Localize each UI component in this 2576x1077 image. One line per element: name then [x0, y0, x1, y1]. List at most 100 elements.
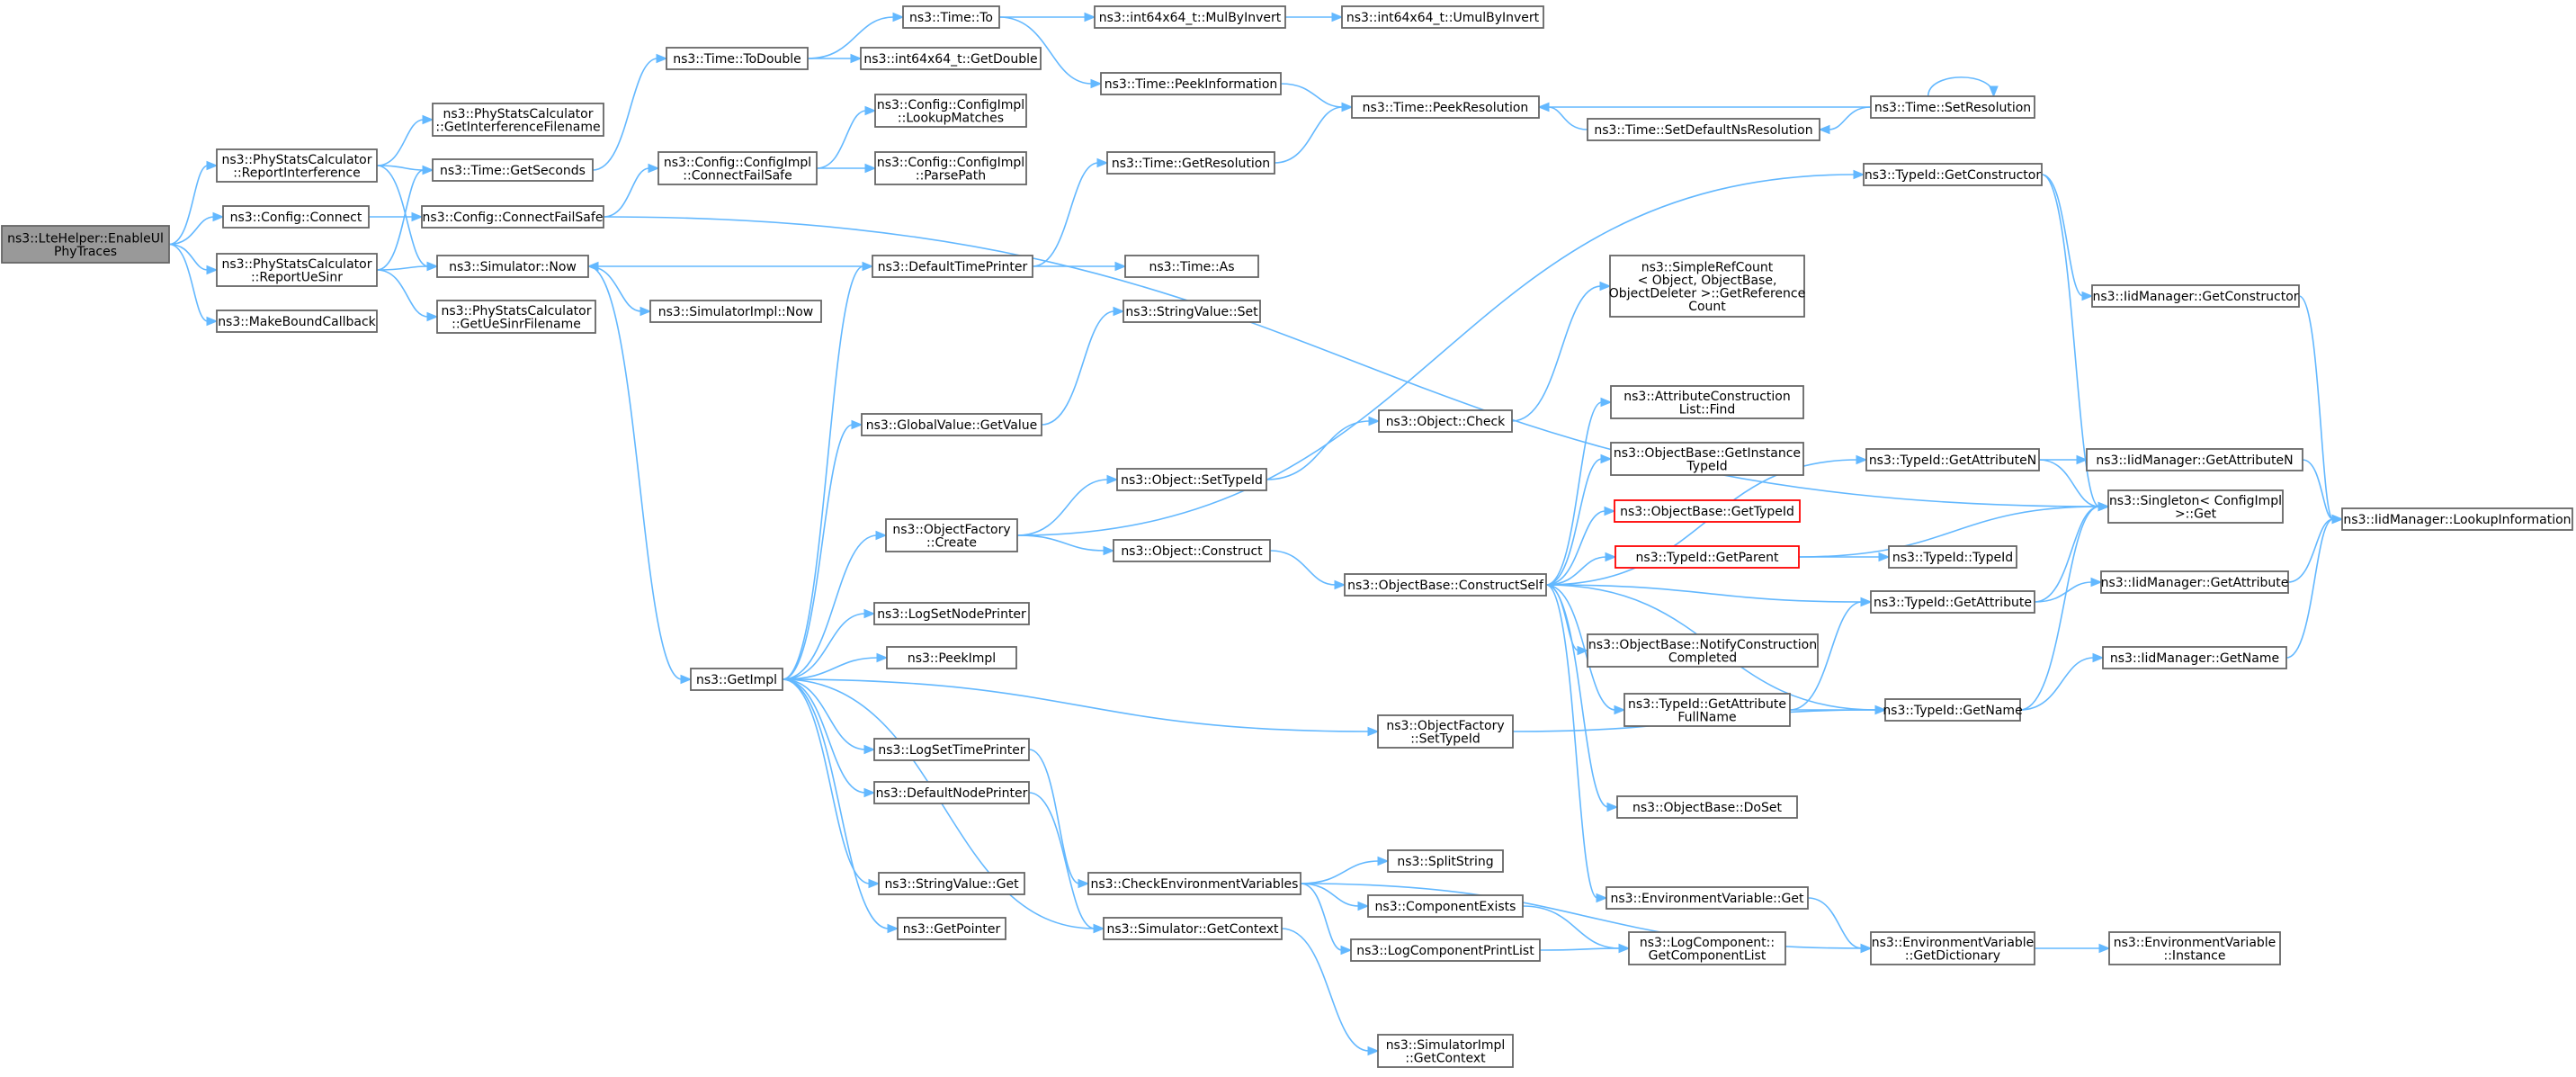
node-mul-by-invert[interactable]: ns3::int64x64_t::MulByInvert	[1094, 5, 1286, 29]
node-global-value-get-value[interactable]: ns3::GlobalValue::GetValue	[861, 413, 1042, 436]
node-time-to[interactable]: ns3::Time::To	[902, 5, 1000, 29]
node-type-id-get-parent[interactable]: ns3::TypeId::GetParent	[1614, 545, 1800, 569]
node-environment-variable-instance[interactable]: ns3::EnvironmentVariable::Instance	[2108, 931, 2281, 965]
node-get-dictionary[interactable]: ns3::EnvironmentVariable::GetDictionary	[1870, 931, 2035, 965]
node-simple-ref-count[interactable]: ns3::SimpleRefCount< Object, ObjectBase,…	[1609, 255, 1805, 318]
node-object-factory-create[interactable]: ns3::ObjectFactory::Create	[885, 518, 1018, 552]
node-log-set-time-printer[interactable]: ns3::LogSetTimePrinter	[873, 738, 1030, 761]
edge-simulator_now-to-get_impl	[587, 265, 693, 685]
edge-line	[376, 265, 429, 271]
node-parse-path[interactable]: ns3::Config::ConfigImpl::ParsePath	[874, 151, 1027, 185]
node-box	[1087, 872, 1301, 895]
node-type-id-type-id[interactable]: ns3::TypeId::TypeId	[1888, 545, 2017, 569]
node-log-component-print-list[interactable]: ns3::LogComponentPrintList	[1350, 938, 1541, 962]
node-label-line: ns3::Object::Check	[1386, 415, 1506, 429]
node-label-line: TypeId	[1686, 459, 1727, 473]
node-environment-variable-get[interactable]: ns3::EnvironmentVariable::Get	[1606, 886, 1809, 910]
node-set-default-ns-resolution[interactable]: ns3::Time::SetDefaultNsResolution	[1587, 118, 1820, 141]
edge-arrowhead	[1614, 705, 1626, 715]
edge-line	[2019, 506, 2100, 711]
node-config-connect[interactable]: ns3::Config::Connect	[222, 205, 370, 229]
node-object-base-do-set[interactable]: ns3::ObjectBase::DoSet	[1616, 795, 1798, 819]
node-time-to-double[interactable]: ns3::Time::ToDouble	[666, 47, 809, 70]
node-string-value-set[interactable]: ns3::StringValue::Set	[1123, 300, 1261, 323]
node-check-environment-variables[interactable]: ns3::CheckEnvironmentVariables	[1087, 872, 1301, 895]
node-simulator-now[interactable]: ns3::Simulator::Now	[436, 255, 589, 278]
node-time-as[interactable]: ns3::Time::As	[1124, 255, 1259, 278]
node-object-construct[interactable]: ns3::Object::Construct	[1113, 539, 1271, 562]
node-log-set-node-printer[interactable]: ns3::LogSetNodePrinter	[873, 602, 1030, 625]
edge-construct_self-to-object_base_do_set	[1545, 584, 1619, 812]
node-set-resolution[interactable]: ns3::Time::SetResolution	[1870, 95, 2035, 119]
node-iid-get-attribute[interactable]: ns3::IidManager::GetAttribute	[2100, 570, 2289, 594]
node-connect-fail-safe[interactable]: ns3::Config::ConnectFailSafe	[421, 205, 604, 229]
edge-construct_self-to-type_id_get_attribute	[1545, 584, 1873, 607]
node-box	[874, 94, 1027, 128]
node-object-check[interactable]: ns3::Object::Check	[1378, 409, 1513, 433]
node-simulator-impl-get-context[interactable]: ns3::SimulatorImpl::GetContext	[1377, 1034, 1514, 1068]
node-type-id-get-name[interactable]: ns3::TypeId::GetName	[1883, 698, 2023, 722]
node-component-exists[interactable]: ns3::ComponentExists	[1367, 894, 1524, 918]
node-lookup-matches[interactable]: ns3::Config::ConfigImpl::LookupMatches	[874, 94, 1027, 128]
node-peek-information[interactable]: ns3::Time::PeekInformation	[1100, 72, 1282, 95]
node-peek-resolution[interactable]: ns3::Time::PeekResolution	[1351, 95, 1540, 119]
node-iid-get-name[interactable]: ns3::IidManager::GetName	[2102, 646, 2287, 669]
node-simulator-impl-now[interactable]: ns3::SimulatorImpl::Now	[649, 300, 822, 323]
node-singleton-get[interactable]: ns3::Singleton< ConfigImpl>::Get	[2107, 489, 2284, 524]
edge-line	[998, 16, 1093, 85]
edge-report_interference-to-get_interference_filename	[376, 114, 434, 166]
node-iid-lookup-information[interactable]: ns3::IidManager::LookupInformation	[2341, 507, 2573, 531]
node-notify-construction-completed[interactable]: ns3::ObjectBase::NotifyConstructionCompl…	[1587, 633, 1819, 668]
node-object-base-get-type-id[interactable]: ns3::ObjectBase::GetTypeId	[1614, 499, 1801, 523]
edge-line	[2041, 174, 2100, 507]
node-box	[1614, 499, 1801, 523]
node-default-time-printer[interactable]: ns3::DefaultTimePrinter	[872, 255, 1033, 278]
node-iid-get-constructor[interactable]: ns3::IidManager::GetConstructor	[2091, 284, 2300, 308]
node-iid-get-attribute-n[interactable]: ns3::IidManager::GetAttributeN	[2086, 448, 2303, 471]
node-default-node-printer[interactable]: ns3::DefaultNodePrinter	[873, 781, 1030, 804]
edge-line	[376, 269, 429, 318]
edge-line	[2285, 518, 2334, 659]
node-umul-by-invert[interactable]: ns3::int64x64_t::UmulByInvert	[1341, 5, 1544, 29]
node-label-line: ::GetUeSinrFilename	[452, 317, 581, 331]
node-label-line: ns3::DefaultTimePrinter	[878, 260, 1028, 274]
edge-get_impl-to-default_node_printer	[782, 678, 876, 798]
edge-line	[1539, 947, 1621, 951]
node-object-factory-set-type-id[interactable]: ns3::ObjectFactory::SetTypeId	[1377, 714, 1514, 749]
node-type-id-get-attribute[interactable]: ns3::TypeId::GetAttribute	[1870, 590, 2035, 614]
node-get-interference-filename[interactable]: ns3::PhyStatsCalculator::GetInterference…	[432, 103, 604, 137]
node-get-resolution[interactable]: ns3::Time::GetResolution	[1106, 151, 1275, 175]
node-peek-impl[interactable]: ns3::PeekImpl	[886, 646, 1017, 669]
edge-line	[1016, 534, 1105, 552]
edge-line	[1511, 285, 1602, 422]
node-config-impl-connect-fail-safe[interactable]: ns3::Config::ConfigImpl::ConnectFailSafe	[657, 151, 818, 185]
node-object-set-type-id[interactable]: ns3::Object::SetTypeId	[1116, 468, 1267, 491]
node-split-string[interactable]: ns3::SplitString	[1387, 849, 1504, 873]
node-make-bound-callback[interactable]: ns3::MakeBoundCallback	[216, 310, 378, 333]
node-label-line: ns3::EnvironmentVariable	[2114, 936, 2276, 950]
node-get-impl[interactable]: ns3::GetImpl	[690, 668, 783, 691]
node-label-line: ns3::SplitString	[1397, 855, 1493, 869]
node-string-value-get[interactable]: ns3::StringValue::Get	[878, 872, 1025, 895]
node-time-get-seconds[interactable]: ns3::Time::GetSeconds	[432, 158, 594, 182]
node-report-interference[interactable]: ns3::PhyStatsCalculator::ReportInterfere…	[216, 148, 378, 183]
node-label-line: ::GetContext	[1405, 1051, 1486, 1065]
node-report-ue-sinr[interactable]: ns3::PhyStatsCalculator::ReportUeSinr	[216, 253, 378, 287]
node-type-id-get-constructor[interactable]: ns3::TypeId::GetConstructor	[1863, 163, 2043, 186]
node-get-component-list[interactable]: ns3::LogComponent::GetComponentList	[1628, 931, 1786, 965]
edge-default_time_printer-to-get_resolution	[1032, 157, 1109, 267]
node-construct-self[interactable]: ns3::ObjectBase::ConstructSelf	[1344, 573, 1547, 597]
node-simulator-get-context[interactable]: ns3::Simulator::GetContext	[1103, 917, 1283, 940]
edge-line	[1828, 106, 1872, 130]
node-int64-get-double[interactable]: ns3::int64x64_t::GetDouble	[860, 47, 1042, 70]
node-box	[2100, 570, 2289, 594]
node-label-line: FullName	[1677, 710, 1736, 724]
node-label-line: ns3::TypeId::GetAttribute	[1874, 596, 2032, 610]
node-get-ue-sinr-filename[interactable]: ns3::PhyStatsCalculator::GetUeSinrFilena…	[436, 300, 596, 334]
node-type-id-get-attribute-n[interactable]: ns3::TypeId::GetAttributeN	[1865, 448, 2040, 471]
node-get-pointer[interactable]: ns3::GetPointer	[897, 917, 1006, 940]
